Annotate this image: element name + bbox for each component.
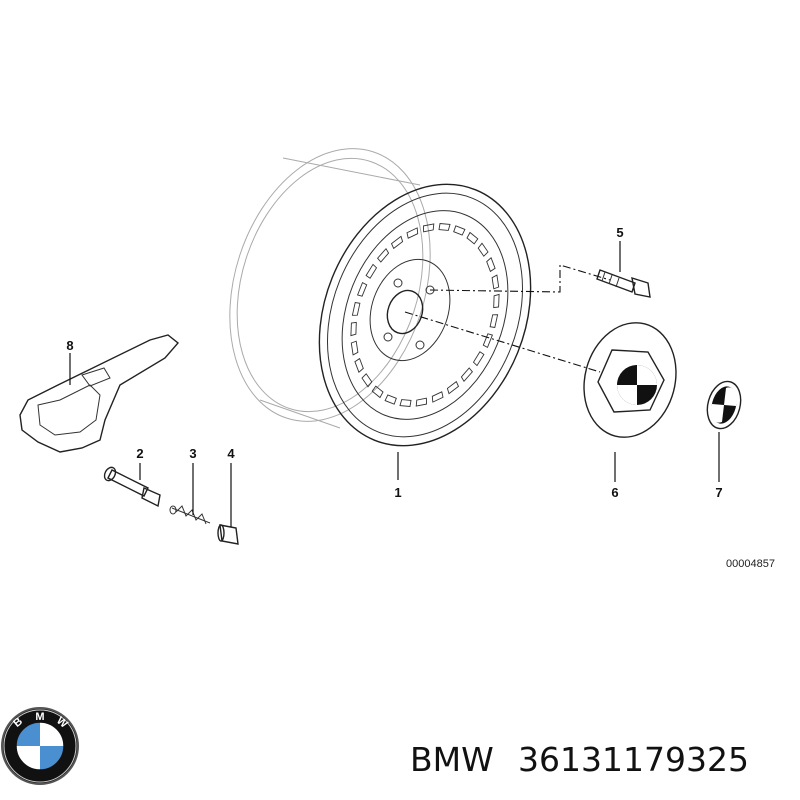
rim-vent bbox=[406, 227, 419, 239]
hub-cap bbox=[583, 322, 677, 438]
rim-vent bbox=[472, 351, 485, 367]
rim-vent bbox=[482, 333, 494, 349]
rim-vent bbox=[350, 321, 357, 337]
rim-vent bbox=[399, 399, 412, 407]
callout-1: 1 bbox=[394, 485, 401, 500]
rim-vent bbox=[351, 301, 361, 316]
rim-vent bbox=[354, 357, 364, 373]
rim-vent bbox=[356, 281, 368, 297]
rim-vent bbox=[489, 314, 499, 329]
rim-vent bbox=[493, 293, 500, 309]
rim-vent bbox=[431, 391, 444, 403]
callout-8: 8 bbox=[66, 338, 73, 353]
valve-core bbox=[169, 505, 211, 525]
footer-part-number: 36131179325 bbox=[518, 740, 749, 779]
rim-vent bbox=[371, 385, 384, 399]
rim-vent bbox=[390, 235, 404, 250]
rim-vent bbox=[361, 373, 373, 388]
rim-vent bbox=[438, 223, 451, 231]
rim-vent bbox=[466, 231, 479, 245]
valve-stem bbox=[103, 466, 161, 508]
rim-vent bbox=[415, 397, 427, 407]
rim-vent bbox=[460, 367, 473, 383]
rim-vent bbox=[477, 242, 489, 257]
rim-vent bbox=[384, 394, 397, 405]
rim-vent bbox=[491, 274, 500, 290]
emblem bbox=[706, 380, 742, 430]
callout-7: 7 bbox=[715, 485, 722, 500]
wheel-bolt bbox=[596, 269, 651, 298]
footer-brand: BMW bbox=[410, 740, 494, 779]
rim-vent bbox=[377, 247, 390, 263]
callout-2: 2 bbox=[136, 446, 143, 461]
rim-vent bbox=[350, 340, 359, 356]
rim-vent bbox=[365, 263, 378, 279]
rim-vent bbox=[446, 380, 460, 395]
diagram-reference-number: 00004857 bbox=[726, 558, 775, 570]
callout-4: 4 bbox=[227, 446, 235, 461]
rim-vent bbox=[486, 257, 496, 273]
rim-vent bbox=[453, 225, 466, 236]
wheel-rim bbox=[229, 148, 532, 447]
valve-cap bbox=[217, 524, 239, 545]
logo-letter-m: M bbox=[35, 711, 44, 723]
wrench bbox=[19, 334, 180, 453]
rim-vent bbox=[423, 223, 435, 233]
bmw-logo: B M W bbox=[1, 707, 79, 785]
callout-5: 5 bbox=[616, 225, 623, 240]
callout-3: 3 bbox=[189, 446, 196, 461]
callout-6: 6 bbox=[611, 485, 618, 500]
